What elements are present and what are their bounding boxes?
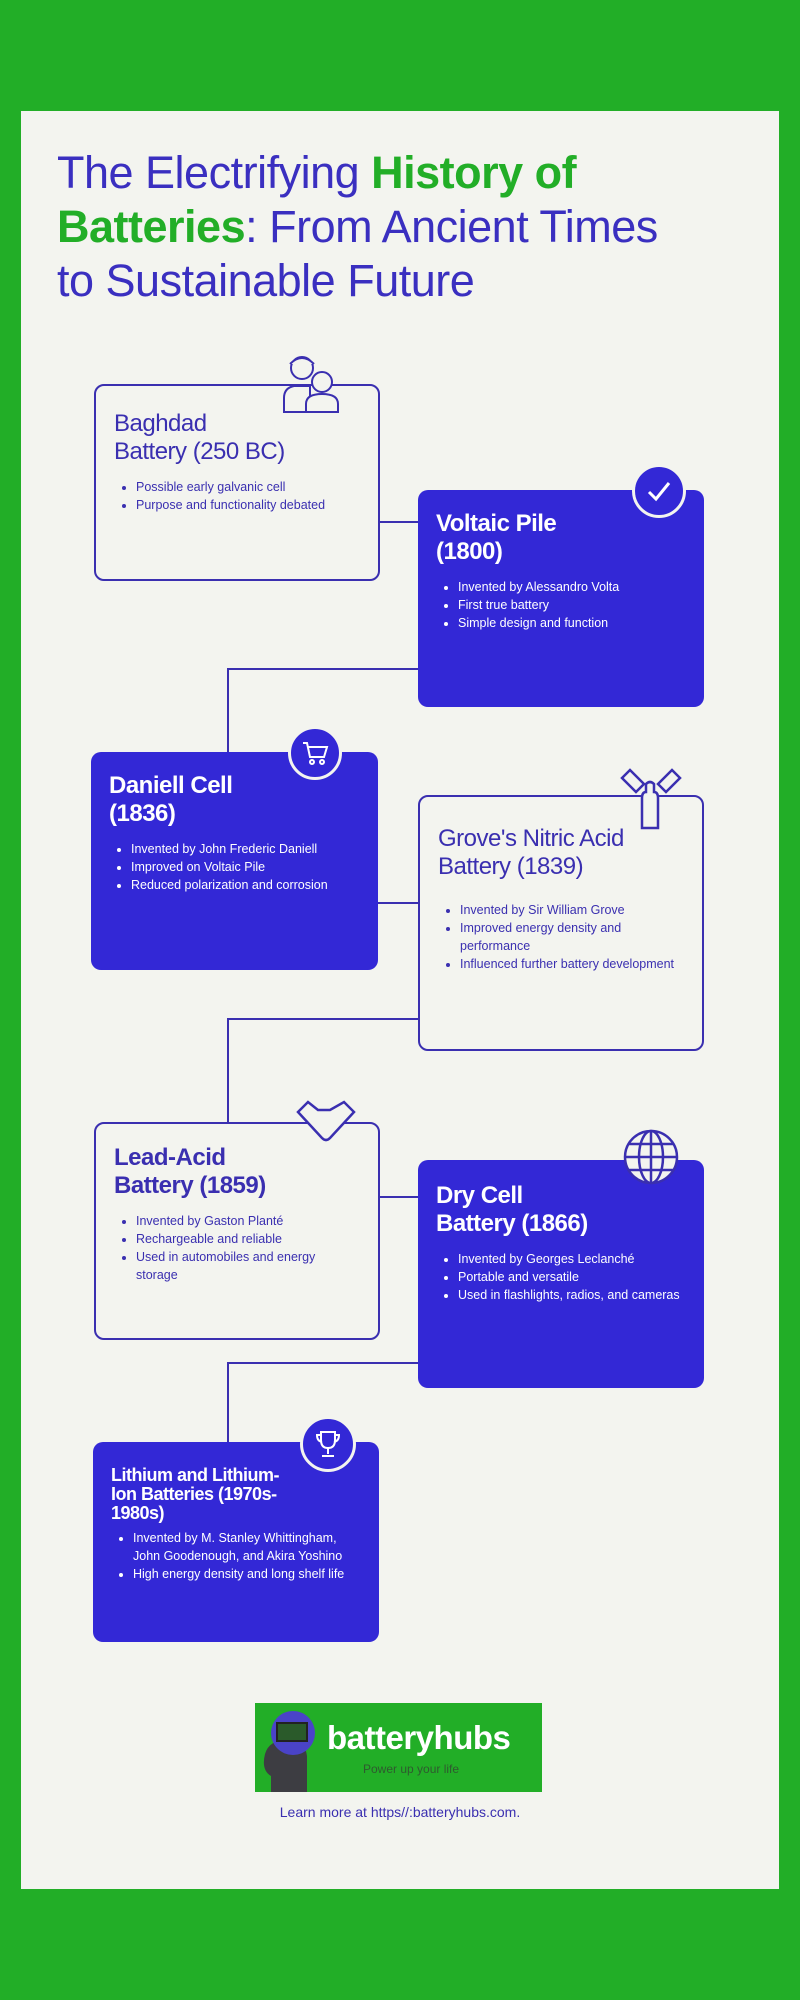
timeline-card-voltaic: Voltaic Pile(1800) Invented by Alessandr… [418, 490, 704, 707]
handshake-icon [296, 1098, 356, 1144]
globe-icon [622, 1128, 680, 1186]
connector [380, 1196, 418, 1198]
connector [227, 668, 418, 670]
bullet: Portable and versatile [458, 1268, 686, 1286]
logo-tagline: Power up your life [363, 1762, 460, 1776]
bullet: Invented by John Frederic Daniell [131, 840, 360, 858]
page-title: The Electrifying History of Batteries: F… [57, 146, 777, 308]
bullet: Possible early galvanic cell [136, 478, 360, 496]
connector [227, 668, 229, 752]
connector [378, 902, 418, 904]
bullet: First true battery [458, 596, 686, 614]
bullet: Purpose and functionality debated [136, 496, 360, 514]
footer-link[interactable]: Learn more at https//:batteryhubs.com. [279, 1804, 521, 1820]
title-text: to Sustainable Future [57, 255, 475, 306]
batteryhubs-logo[interactable]: batteryhubs Power up your life [255, 1703, 542, 1792]
card-title: Voltaic Pile(1800) [436, 510, 557, 565]
title-text: : From Ancient Times [245, 201, 658, 252]
bullet: High energy density and long shelf life [133, 1565, 361, 1583]
bullet: Invented by Sir William Grove [460, 901, 684, 919]
team-hands-icon [618, 764, 684, 830]
timeline-card-daniell: Daniell Cell(1836) Invented by John Fred… [91, 752, 378, 970]
connector [227, 1018, 418, 1020]
bullet: Invented by Gaston Planté [136, 1212, 360, 1230]
connector [227, 1362, 229, 1442]
bullet: Reduced polarization and corrosion [131, 876, 360, 894]
connector [227, 1018, 229, 1122]
bullet: Invented by Alessandro Volta [458, 578, 686, 596]
bullet: Used in automobiles and energy storage [136, 1248, 360, 1284]
title-text: The Electrifying [57, 147, 372, 198]
shopping-cart-icon [288, 726, 342, 780]
title-highlight: History of [371, 147, 577, 198]
timeline-card-lithium: Lithium and Lithium-Ion Batteries (1970s… [93, 1442, 379, 1642]
bullet: Simple design and function [458, 614, 686, 632]
card-title: Daniell Cell(1836) [109, 772, 233, 827]
card-title: Lithium and Lithium-Ion Batteries (1970s… [111, 1465, 279, 1523]
checkmark-icon [632, 464, 686, 518]
bullet: Influenced further battery development [460, 955, 684, 973]
bullet: Rechargeable and reliable [136, 1230, 360, 1248]
people-icon [280, 352, 342, 414]
logo-name: batteryhubs [327, 1719, 511, 1756]
bullet: Used in flashlights, radios, and cameras [458, 1286, 686, 1304]
bullet: Invented by Georges Leclanché [458, 1250, 686, 1268]
connector [380, 521, 418, 523]
trophy-icon [300, 1416, 356, 1472]
bullet: Invented by M. Stanley Whittingham, John… [133, 1529, 361, 1565]
bullet: Improved on Voltaic Pile [131, 858, 360, 876]
connector [227, 1362, 418, 1364]
head-battery-icon [263, 1711, 315, 1792]
bullet: Improved energy density and performance [460, 919, 684, 955]
title-highlight: Batteries [57, 201, 246, 252]
